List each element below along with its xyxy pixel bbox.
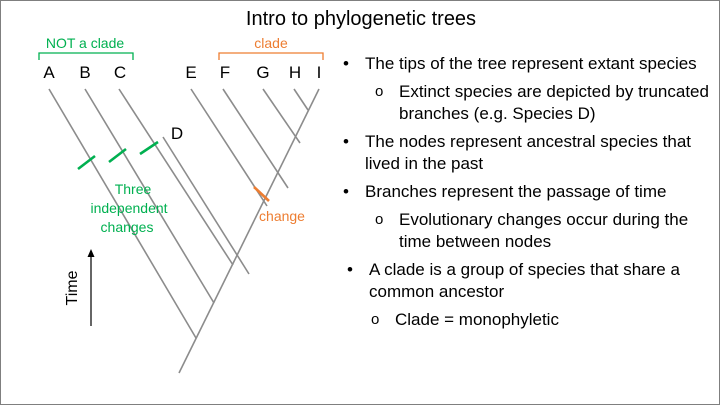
tip-label-A: A [43, 63, 55, 82]
bullet-nodes: The nodes represent ancestral species th… [343, 131, 715, 175]
change-mark-B [108, 147, 127, 164]
tip-label-E: E [185, 63, 196, 82]
extinct-species-label: D [171, 124, 183, 143]
slide-title: Intro to phylogenetic trees [245, 8, 477, 30]
time-axis-label: Time [64, 270, 81, 305]
clade-label: clade [254, 35, 288, 51]
time-arrow-head [87, 249, 95, 257]
clade-bracket [218, 52, 324, 60]
bullet-branches: Branches represent the passage of time [343, 181, 715, 203]
branch-F [222, 88, 289, 189]
tip-label-H: H [289, 63, 301, 82]
bullet-clade: A clade is a group of species that share… [343, 259, 715, 303]
not-clade-bracket [38, 52, 134, 60]
three-changes-label-line3: changes [101, 219, 154, 235]
branch-D [162, 136, 250, 275]
branch-H [293, 88, 309, 111]
tip-label-B: B [79, 63, 90, 82]
tip-label-G: G [256, 63, 269, 82]
phylogenetic-tree-diagram: A B C E F G H I D NOT a clade clade Thre… [38, 35, 324, 374]
bullet-tips: The tips of the tree represent extant sp… [343, 53, 715, 75]
change-label: change [259, 208, 305, 224]
tree-branches [48, 88, 320, 374]
branch-G [262, 88, 301, 144]
sub-bullet-monophyletic: Clade = monophyletic [343, 309, 715, 331]
three-changes-label-line1: Three [115, 181, 152, 197]
trunk-branch [178, 88, 320, 374]
three-changes-label-line2: independent [90, 200, 167, 216]
tip-label-F: F [220, 63, 230, 82]
sub-bullet-evolutionary-changes: Evolutionary changes occur during the ti… [343, 209, 715, 253]
green-change-marks [77, 140, 159, 171]
sub-bullet-extinct: Extinct species are depicted by truncate… [343, 81, 715, 125]
branch-C [118, 88, 234, 266]
branch-E [190, 88, 268, 207]
change-mark-A [77, 154, 96, 171]
branch-A [48, 88, 197, 339]
change-mark-C [139, 140, 159, 156]
orange-change-mark [253, 186, 270, 202]
tip-label-C: C [114, 63, 126, 82]
not-clade-label: NOT a clade [46, 35, 125, 51]
bullet-list: The tips of the tree represent extant sp… [343, 53, 715, 337]
tip-label-I: I [317, 63, 322, 82]
branch-B [84, 88, 215, 304]
